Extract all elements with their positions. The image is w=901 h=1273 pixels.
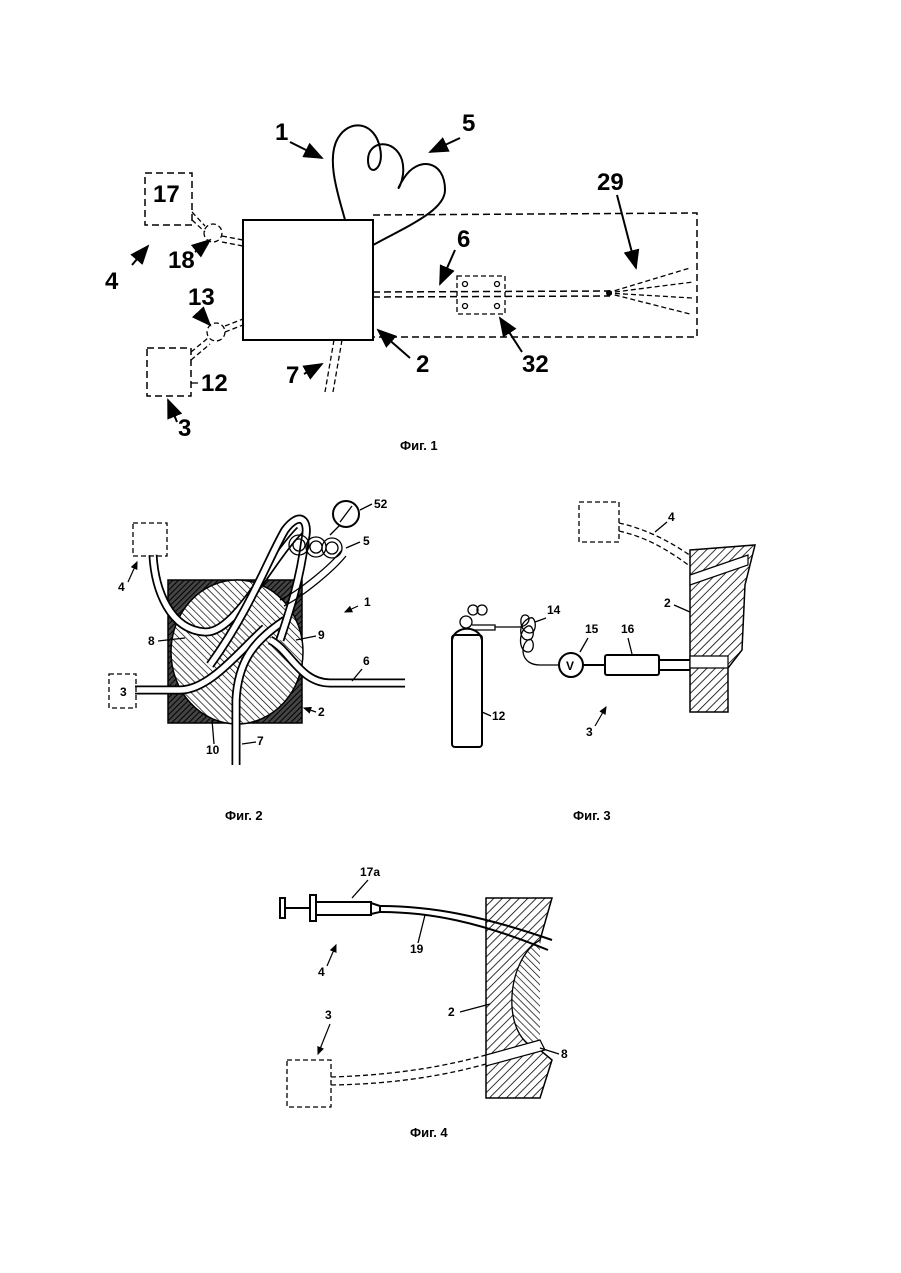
spray-cone-29 (606, 268, 693, 314)
voltmeter-symbol: V (566, 659, 574, 673)
figure-3: V 4 2 14 15 16 12 3 Фиг. 3 (452, 502, 755, 823)
fig1-label-13: 13 (188, 284, 215, 311)
fig1-label-32: 32 (522, 351, 549, 378)
fig3-label-14: 14 (547, 603, 561, 617)
fig1-label-2: 2 (416, 351, 429, 378)
fig1-label-1: 1 (275, 119, 288, 146)
fig2-label-8: 8 (148, 634, 155, 648)
tube-6 (373, 291, 610, 292)
fig2-label-7: 7 (257, 734, 264, 748)
fig3-label-15: 15 (585, 622, 599, 636)
tube-6b (373, 296, 610, 297)
fig2-caption: Фиг. 2 (225, 808, 263, 823)
coil-14 (495, 615, 560, 665)
figure-2: 52 5 1 8 9 6 3 4 2 10 7 Фиг. 2 (109, 497, 405, 823)
box-3 (287, 1060, 331, 1107)
fig4-label-8: 8 (561, 1047, 568, 1061)
fig4-label-4: 4 (318, 965, 325, 979)
fig2-label-4: 4 (118, 580, 125, 594)
figure-4: 17a 19 4 2 3 8 Фиг. 4 (280, 865, 568, 1140)
fig1-label-3: 3 (178, 415, 191, 442)
tube-3 (659, 660, 690, 670)
syringe-17a (280, 895, 380, 921)
box-4 (579, 502, 619, 542)
tube-loop-1 (333, 125, 445, 245)
fig1-caption: Фиг. 1 (400, 438, 438, 453)
fig1-label-6: 6 (457, 226, 470, 253)
fig1-label-29: 29 (597, 169, 624, 196)
fig3-label-16: 16 (621, 622, 635, 636)
fig4-label-3: 3 (325, 1008, 332, 1022)
fig4-label-2: 2 (448, 1005, 455, 1019)
fig4-label-17a: 17a (360, 865, 380, 879)
fig2-label-52: 52 (374, 497, 388, 511)
fig1-label-7: 7 (286, 362, 299, 389)
fig3-label-3: 3 (586, 725, 593, 739)
fig2-label-10: 10 (206, 743, 220, 757)
fig1-label-12: 12 (201, 370, 228, 397)
fig2-label-1: 1 (364, 595, 371, 609)
tube-3 (331, 1055, 486, 1077)
box-4 (133, 523, 167, 556)
figure-1: 1 5 29 6 17 18 4 13 12 3 7 2 32 Фиг. 1 (105, 110, 697, 453)
fig1-label-17: 17 (153, 181, 180, 208)
fig1-label-5: 5 (462, 110, 475, 137)
fig3-label-2: 2 (664, 596, 671, 610)
fig2-label-9: 9 (318, 628, 325, 642)
fig2-label-2: 2 (318, 705, 325, 719)
fig1-label-4: 4 (105, 268, 119, 295)
fig4-caption: Фиг. 4 (410, 1125, 448, 1140)
fig3-caption: Фиг. 3 (573, 808, 611, 823)
device-16 (605, 655, 659, 675)
fig1-label-18: 18 (168, 247, 195, 274)
fig2-label-6: 6 (363, 654, 370, 668)
fig2-label-3: 3 (120, 685, 127, 699)
fig2-label-5: 5 (363, 534, 370, 548)
valve-13 (207, 323, 225, 341)
box-12 (147, 348, 191, 396)
spray-enclosure (373, 213, 697, 337)
fig4-label-19: 19 (410, 942, 424, 956)
fig3-label-12: 12 (492, 709, 506, 723)
fig3-label-4: 4 (668, 510, 675, 524)
valve-18 (204, 224, 222, 242)
gas-cylinder-12 (452, 635, 482, 747)
device-body-2 (243, 220, 373, 340)
outlet-7 (325, 340, 342, 392)
